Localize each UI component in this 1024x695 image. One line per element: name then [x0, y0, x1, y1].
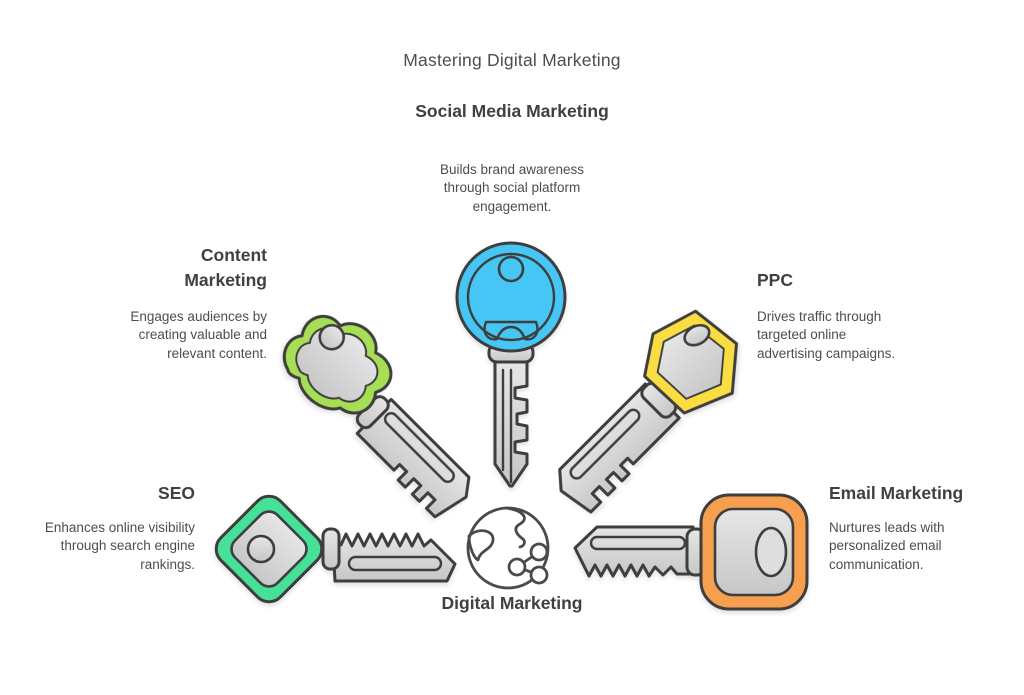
share-node — [529, 542, 549, 562]
key-collar — [321, 527, 341, 571]
globe-continent — [504, 506, 526, 549]
node-heading-email-marketing: Email Marketing — [829, 483, 964, 503]
key-head-inner-ring — [466, 252, 556, 342]
key-hole — [318, 323, 346, 351]
key-slot — [383, 412, 455, 484]
globe-share-icon — [466, 506, 550, 590]
key-head — [455, 241, 567, 353]
key-icon-seo — [214, 494, 457, 604]
node-heading-seo: SEO — [158, 483, 195, 503]
globe-continent — [467, 529, 495, 562]
key-icon-social-media — [455, 241, 567, 488]
share-node — [529, 565, 549, 585]
key-icon-content-marketing — [269, 295, 471, 519]
key-hole — [497, 255, 525, 283]
node-heading-social-media: Social Media Marketing — [415, 101, 609, 121]
node-desc-content-marketing: Engages audiences by creating valuable a… — [130, 309, 267, 361]
node-heading-ppc: PPC — [757, 270, 793, 290]
key-shaft — [558, 382, 681, 514]
key-shaft — [573, 525, 695, 578]
key-icon-ppc — [558, 295, 761, 514]
key-head-cutout — [483, 320, 539, 341]
center-label: Digital Marketing — [441, 593, 583, 613]
node-desc-ppc: Drives traffic through targeted online a… — [757, 309, 896, 361]
node-heading-content-marketing: Content Marketing — [184, 245, 267, 290]
key-shaft — [355, 397, 471, 519]
node-desc-social-media: Builds brand awareness through social pl… — [439, 162, 585, 214]
node-desc-seo: Enhances online visibility through searc… — [44, 520, 195, 572]
key-icon-email-marketing — [573, 493, 809, 611]
share-node — [507, 557, 527, 577]
key-slot — [347, 555, 443, 572]
page-title: Mastering Digital Marketing — [403, 50, 621, 70]
key-hole — [754, 526, 788, 578]
key-hole — [683, 323, 711, 347]
node-desc-email-marketing: Nurtures leads with personalized email c… — [829, 520, 945, 572]
key-slot — [569, 408, 641, 480]
key-hole — [246, 534, 276, 564]
key-slot — [589, 535, 687, 551]
